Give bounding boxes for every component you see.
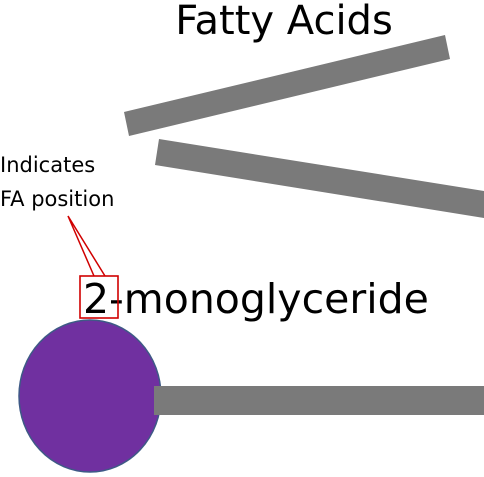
fatty-acid-chain-upper (124, 35, 450, 136)
monoglyceride-label: -monoglyceride (109, 275, 429, 323)
fatty-acid-chain-lower (155, 139, 484, 218)
position-highlight-box (79, 275, 119, 319)
title: Fatty Acids (175, 0, 393, 44)
attached-fatty-acid-chain (154, 386, 484, 415)
callout-text-line1: Indicates (0, 153, 95, 177)
callout-text-line2: FA position (0, 187, 114, 211)
position-number: 2 (83, 275, 109, 323)
glycerol-head (18, 319, 162, 473)
callout-pointer (67, 215, 106, 277)
